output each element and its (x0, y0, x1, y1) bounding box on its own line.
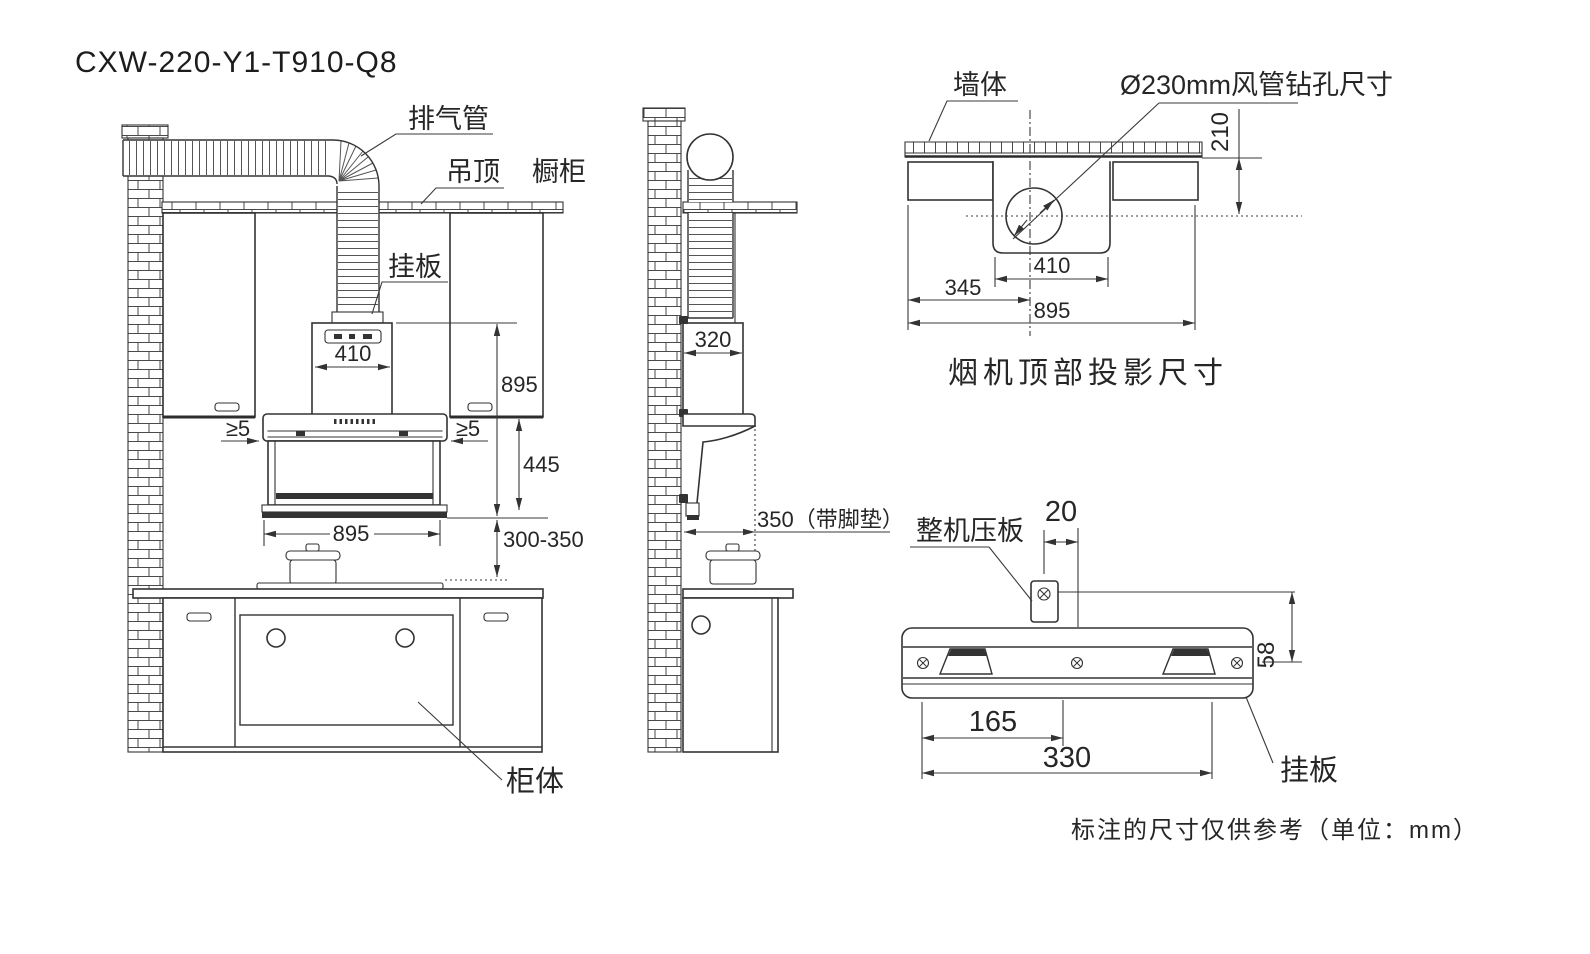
dim-chimney-depth: 320 (695, 327, 732, 352)
hood-front (261, 413, 448, 518)
dim-hood-to-counter: 300-350 (503, 527, 584, 552)
screw-icon-left (916, 656, 930, 670)
dim-chimney-width: 410 (335, 341, 372, 366)
cooktop-tray-front (256, 582, 444, 590)
dim-wall-to-hole: 210 (1207, 112, 1234, 152)
leader-exhaust-duct (360, 133, 493, 157)
upper-cabinet-left (162, 212, 256, 419)
dim-half-spacing: 165 (969, 706, 1017, 738)
brand-mark (334, 419, 375, 424)
hood-top-left-section (907, 161, 994, 201)
dim-body-width: 895 (333, 521, 370, 546)
label-hanging-plate-front: 挂板 (388, 252, 442, 282)
leader-ceiling (420, 187, 504, 205)
dim-gap-right: ≥5 (456, 416, 480, 441)
dim-body-height: 445 (523, 452, 560, 477)
leader-hanging-plate-view (1245, 696, 1274, 764)
hood-top-right-section (1112, 161, 1199, 201)
ceiling-side (682, 201, 798, 214)
dim-center-offset: 20 (1045, 496, 1077, 528)
dim-edge-to-center: 345 (945, 275, 982, 300)
wall-strip-top (904, 141, 1203, 158)
brick-wall-front (121, 124, 169, 753)
press-plate (1030, 580, 1295, 623)
dim-hood-depth: 350（带脚垫） (757, 507, 904, 532)
model-title: CXW-220-Y1-T910-Q8 (75, 46, 398, 79)
dim-plate-height: 58 (1253, 642, 1280, 669)
countertop-side (682, 588, 794, 599)
dim-top-total-width: 895 (1034, 298, 1071, 323)
hook-left (938, 648, 993, 675)
footnote: 标注的尺寸仅供参考（单位：mm） (1071, 817, 1479, 844)
leader-base-cabinet (417, 701, 503, 781)
exhaust-duct-icon (122, 139, 380, 313)
hook-right (1161, 648, 1216, 675)
chimney-side (682, 322, 744, 416)
hanging-plate-front (331, 311, 384, 324)
dimensions (221, 109, 1302, 779)
pot-front-icon (285, 543, 341, 585)
dim-gap-left: ≥5 (226, 416, 250, 441)
label-wall: 墙体 (953, 70, 1007, 100)
hanging-plate-view (901, 580, 1295, 699)
vent-grille-icon (324, 329, 382, 344)
brick-wall-side (642, 107, 686, 753)
leader-hanging-plate (371, 281, 448, 315)
duct-side-icon (686, 133, 734, 319)
label-duct-hole: Ø230mm风管钻孔尺寸 (1120, 70, 1393, 100)
dim-full-spacing: 330 (1043, 742, 1091, 774)
pot-side-icon (705, 543, 761, 585)
hole-diameter-leader (1012, 102, 1160, 240)
screw-icon-right (1230, 656, 1244, 670)
base-cabinet-side (682, 597, 779, 753)
leader-lines (360, 100, 1298, 781)
top-view-caption: 烟机顶部投影尺寸 (948, 357, 1228, 390)
hanging-plate-body (901, 627, 1254, 699)
label-press-plate: 整机压板 (916, 516, 1024, 546)
label-ceiling: 吊顶 (446, 157, 500, 187)
base-cabinet-front (162, 597, 543, 753)
label-base-cabinet: 柜体 (506, 765, 564, 798)
label-upper-cabinet: 橱柜 (532, 157, 586, 187)
screw-icon-center (1070, 656, 1084, 670)
leader-wall (928, 100, 1018, 142)
dim-total-height: 895 (501, 372, 538, 397)
hood-side (682, 413, 757, 520)
leader-press-plate (910, 546, 1033, 602)
label-hanging-plate-view: 挂板 (1280, 754, 1338, 787)
top-projection-view (904, 102, 1302, 336)
label-exhaust-duct: 排气管 (408, 104, 489, 134)
side-view (642, 107, 798, 753)
front-view (121, 124, 564, 753)
countertop-front (132, 588, 544, 599)
dim-top-chimney-width: 410 (1034, 253, 1071, 278)
